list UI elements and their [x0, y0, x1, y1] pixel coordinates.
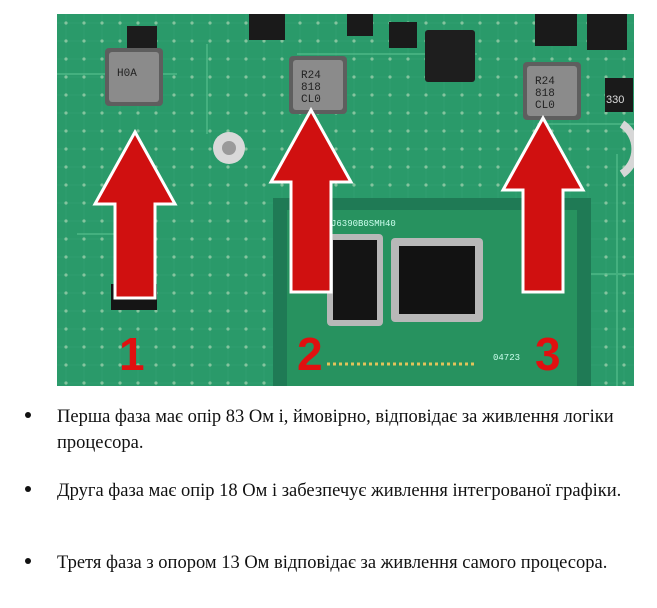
bullet-icon — [25, 558, 31, 564]
list-item-text: Друга фаза має опір 18 Ом і забезпечує ж… — [57, 481, 622, 501]
arrow-marker-3 — [500, 114, 586, 294]
marker-number-3: 3 — [535, 328, 561, 380]
small-chip — [127, 26, 157, 50]
arrow-marker-1 — [92, 128, 178, 300]
mosfet-chip — [249, 14, 285, 40]
right-top-chip — [605, 78, 633, 112]
arrow-marker-2 — [268, 106, 354, 294]
cpu-bottom-marking: 04723 — [493, 353, 520, 363]
right-top-chip-label: 330 — [606, 94, 624, 106]
cpu-top-marking: J6390B0SMH40 — [331, 219, 396, 229]
bullet-icon — [25, 412, 31, 418]
list-item-text: Перша фаза має опір 83 Ом і, ймовірно, в… — [57, 407, 614, 453]
marker-number-2: 2 — [297, 328, 323, 380]
inductor-left-label: H0A — [117, 68, 137, 80]
bullet-icon — [25, 486, 31, 492]
marker-number-1: 1 — [119, 328, 145, 380]
inductor-left: H0A — [105, 48, 163, 106]
controller-chip — [425, 30, 475, 82]
list-item-text: Третя фаза з опором 13 Ом відповідає за … — [57, 553, 608, 573]
